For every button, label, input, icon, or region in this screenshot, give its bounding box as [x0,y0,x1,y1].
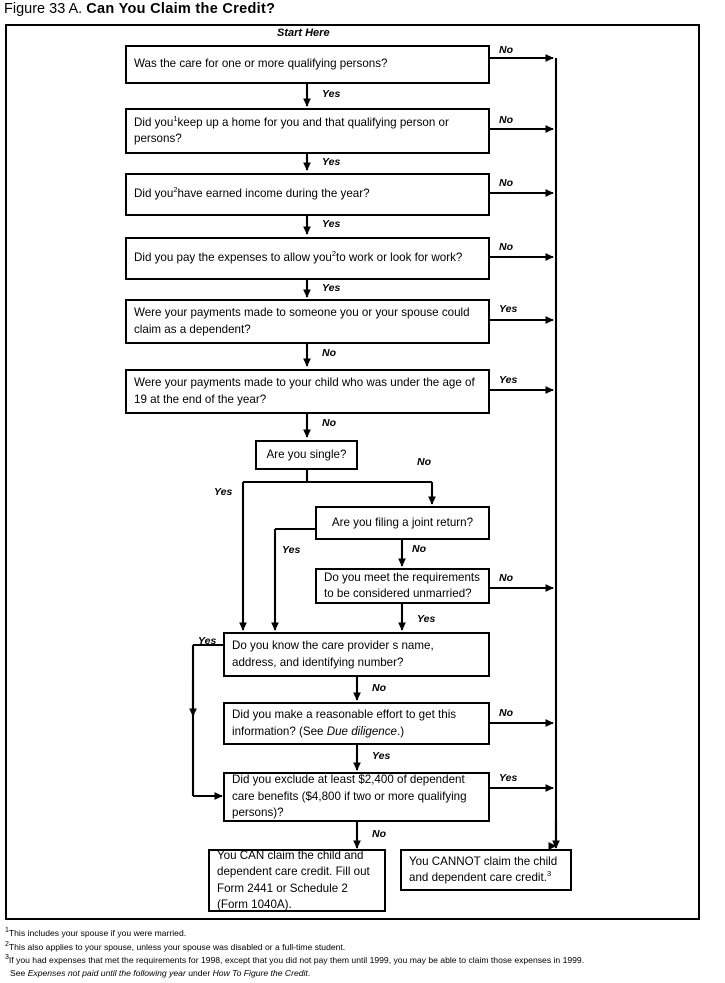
figure-number: Figure 33 A. [4,1,83,17]
decision-text: Was the care for one or more qualifying … [134,57,388,71]
start-here-label: Start Here [277,27,330,39]
edge-label-q12-yes: Yes [499,772,518,784]
decision-text: Did you exclude at least $2,400 of depen… [232,773,467,820]
edge-label-q7-no: No [417,456,431,468]
decision-box-qualifying-persons[interactable]: Was the care for one or more qualifying … [125,45,490,84]
result-box-can-claim[interactable]: You CAN claim the child and dependent ca… [208,849,386,912]
edge-label-q8-yes: Yes [282,544,301,556]
decision-text: Did you pay the expenses to allow you2to… [134,249,463,265]
decision-box-considered-unmarried[interactable]: Do you meet the requirements to be consi… [315,568,490,604]
edge-label-q6-yes: Yes [499,374,518,386]
edge-label-q4-yes: Yes [322,282,341,294]
edge-label-q7-yes: Yes [214,486,233,498]
edge-label-q8-no: No [412,543,426,555]
footnote-2: 2This also applies to your spouse, unles… [5,940,346,952]
edge-label-q6-no: No [322,417,336,429]
footnotes: 1This includes your spouse if you were m… [5,926,721,979]
edge-label-q12-no: No [372,828,386,840]
decision-box-exclude-dependent-care-benefits[interactable]: Did you exclude at least $2,400 of depen… [223,772,490,822]
edge-label-q1-no: No [499,44,513,56]
decision-box-are-you-single[interactable]: Are you single? [255,440,358,470]
decision-text: Did you1keep up a home for you and that … [134,113,449,145]
decision-box-earned-income[interactable]: Did you2have earned income during the ye… [125,173,490,216]
decision-text: Were your payments made to someone you o… [134,306,470,336]
edge-label-q5-yes: Yes [499,303,518,315]
edge-label-q4-no: No [499,241,513,253]
decision-box-know-provider-info[interactable]: Do you know the care provider s name, ad… [223,632,490,677]
decision-box-paid-child-under-19[interactable]: Were your payments made to your child wh… [125,369,490,414]
decision-text: Were your payments made to your child wh… [134,376,475,406]
footnote-1: 1This includes your spouse if you were m… [5,927,187,938]
edge-label-q9-yes: Yes [417,613,436,625]
decision-box-keep-up-home[interactable]: Did you1keep up a home for you and that … [125,108,490,154]
edge-label-q5-no: No [322,347,336,359]
edge-label-q10-no: No [372,682,386,694]
edge-label-q2-no: No [499,114,513,126]
decision-text: Do you know the care provider s name, ad… [232,639,434,669]
decision-box-paid-dependent[interactable]: Were your payments made to someone you o… [125,299,490,344]
decision-text: Did you make a reasonable effort to get … [232,708,457,738]
decision-box-reasonable-effort[interactable]: Did you make a reasonable effort to get … [223,702,490,745]
decision-box-joint-return[interactable]: Are you filing a joint return? [315,506,490,540]
edge-label-q10-yes: Yes [198,635,217,647]
edge-label-q11-yes: Yes [372,750,391,762]
result-text: You CAN claim the child and dependent ca… [217,848,370,911]
edge-label-q3-yes: Yes [322,218,341,230]
decision-text: Are you filing a joint return? [331,515,474,529]
edge-label-q2-yes: Yes [322,156,341,168]
decision-box-pay-expenses-work[interactable]: Did you pay the expenses to allow you2to… [125,237,490,280]
result-text: You CANNOT claim the child and dependent… [409,854,558,884]
footnote-3: 3If you had expenses that met the requir… [5,954,585,966]
page-title: Can You Claim the Credit? [86,1,276,17]
edge-label-q3-no: No [499,177,513,189]
decision-text: Do you meet the requirements to be consi… [324,570,480,600]
decision-text: Are you single? [266,447,347,461]
result-box-cannot-claim[interactable]: You CANNOT claim the child and dependent… [400,849,572,891]
edge-label-q1-yes: Yes [322,88,341,100]
figure-title: Figure 33 A. Can You Claim the Credit? [4,1,704,21]
decision-text: Did you2have earned income during the ye… [134,185,370,201]
edge-label-q11-no: No [499,707,513,719]
edge-label-q9-no: No [499,572,513,584]
footnote-3-continued: See Expenses not paid until the followin… [10,967,311,978]
